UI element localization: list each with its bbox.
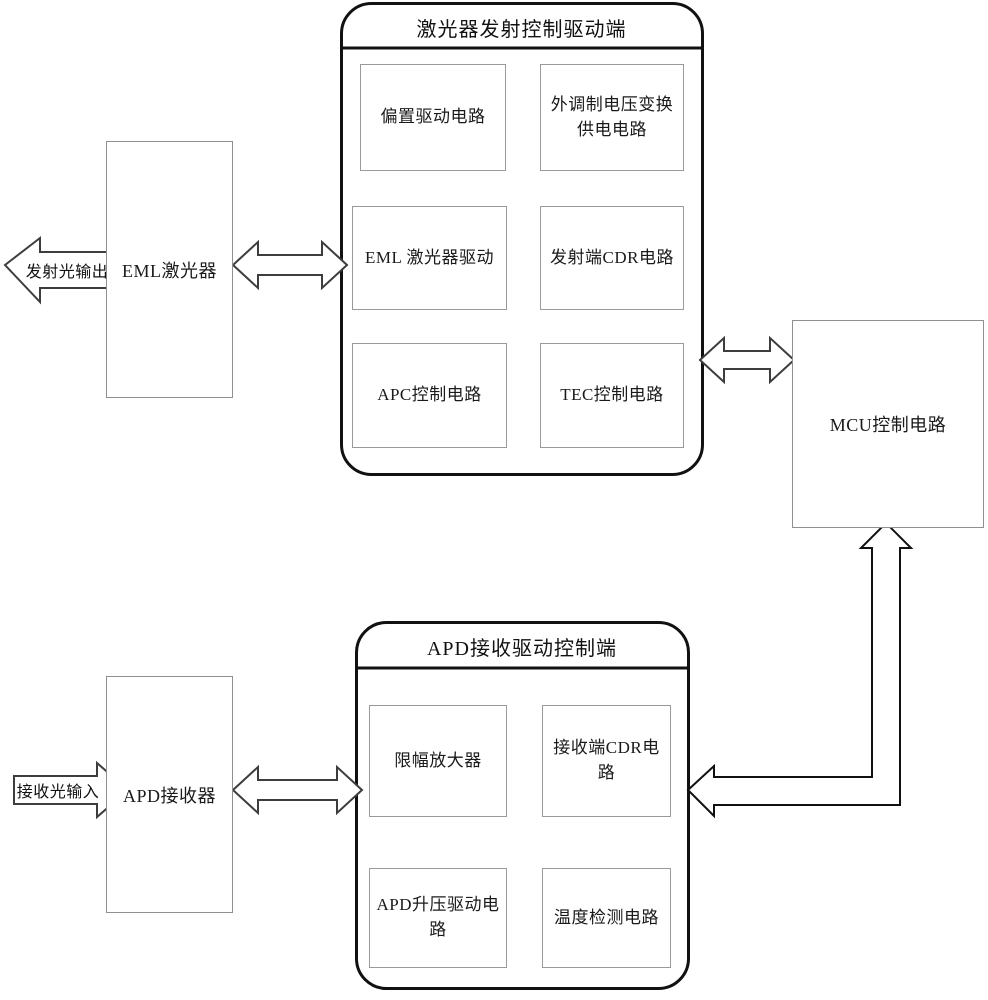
- receive-container-title: APD接收驱动控制端: [426, 637, 617, 660]
- optical-output-label: 发射光输出: [25, 264, 109, 281]
- block-limiting-amplifier[interactable]: 限幅放大器: [369, 705, 507, 817]
- block-receive-cdr-circuit[interactable]: 接收端CDR电路: [542, 705, 671, 817]
- apd-to-receive-arrow: [231, 764, 364, 816]
- optical-input-label: 接收光输入: [16, 784, 100, 801]
- block-temperature-detection-circuit[interactable]: 温度检测电路: [542, 868, 671, 968]
- block-external-modulation-voltage-supply[interactable]: 外调制电压变换供电电路: [540, 64, 684, 171]
- block-tec-control-circuit[interactable]: TEC控制电路: [540, 343, 684, 448]
- block-bias-drive-circuit[interactable]: 偏置驱动电路: [360, 64, 506, 171]
- transmit-container-title: 激光器发射控制驱动端: [416, 18, 627, 41]
- transmit-to-mcu-arrow: [698, 335, 796, 385]
- block-eml-laser-driver[interactable]: EML 激光器驱动: [352, 206, 507, 310]
- block-eml-laser[interactable]: EML激光器: [106, 141, 233, 398]
- block-mcu-control-circuit[interactable]: MCU控制电路: [792, 320, 984, 528]
- block-apd-receiver[interactable]: APD接收器: [106, 676, 233, 913]
- laser-to-transmit-arrow: [231, 239, 349, 291]
- receive-to-mcu-elbow-arrow: [686, 521, 914, 819]
- block-transmit-cdr-circuit[interactable]: 发射端CDR电路: [540, 206, 684, 310]
- block-apc-control-circuit[interactable]: APC控制电路: [352, 343, 507, 448]
- block-apd-boost-drive-circuit[interactable]: APD升压驱动电路: [369, 868, 507, 968]
